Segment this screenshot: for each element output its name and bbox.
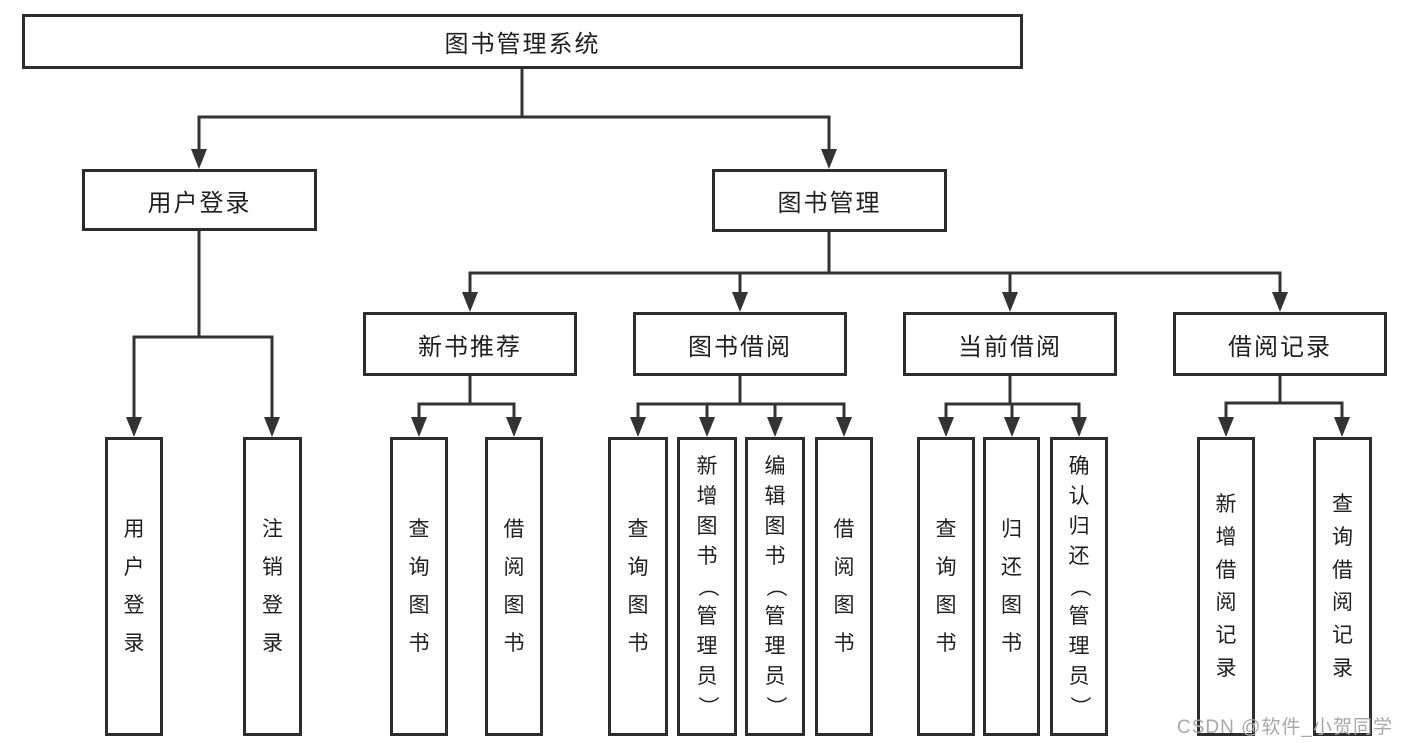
node-user-login: 用户登录 [82,169,317,231]
vertical-char: 图 [935,594,957,617]
vertical-char: 录 [262,632,283,655]
vertical-char: 新 [696,455,718,479]
vertical-char: 查 [627,518,649,541]
vertical-char: 辑 [764,485,786,509]
node-leaf-cb-query: 查询图书 [917,437,975,736]
vertical-char: 借 [1332,558,1353,582]
node-leaf-br-query: 查询借阅记录 [1313,437,1372,736]
node-new-book-recommend: 新书推荐 [363,312,577,376]
vertical-char: （ [1067,576,1091,597]
vertical-char: 员 [764,664,786,688]
vertical-char: 理 [696,634,718,658]
vertical-char: 询 [408,556,430,579]
node-book-management: 图书管理 [712,169,947,232]
vertical-char: 认 [1068,485,1090,509]
vertical-char: 图 [503,594,525,617]
vertical-char: 销 [262,556,283,579]
vertical-char: 增 [1215,525,1237,549]
vertical-char: 用 [123,518,145,541]
node-leaf-bb-add: 新增图书 （ 管理员 ） [677,437,737,736]
node-leaf-user-login: 用户登录 [105,437,163,736]
node-leaf-br-add: 新增借阅记录 [1197,437,1255,736]
vertical-char: 查 [935,518,957,541]
vertical-char: 员 [696,664,718,688]
vertical-char: 增 [696,485,718,509]
vertical-char: （ [763,576,787,597]
vertical-char: 记 [1332,624,1353,648]
vertical-char: 理 [764,634,786,658]
vertical-char: 书 [833,632,855,655]
node-leaf-bb-edit: 编辑图书 （ 管理员 ） [745,437,805,736]
vertical-char: 询 [627,556,649,579]
vertical-char: 员 [1068,664,1090,688]
vertical-char: 借 [833,518,855,541]
vertical-char: 阅 [503,556,525,579]
vertical-char: 书 [627,632,649,655]
vertical-char: 阅 [833,556,855,579]
vertical-char: 书 [503,632,525,655]
vertical-char: 借 [503,518,525,541]
vertical-char: 书 [1001,632,1022,655]
vertical-char: 归 [1001,518,1022,541]
vertical-char: 图 [627,594,649,617]
vertical-char: 记 [1215,624,1237,648]
vertical-char: 登 [123,594,145,617]
vertical-char: 阅 [1332,591,1353,615]
vertical-char: 图 [408,594,430,617]
vertical-char: 书 [408,632,430,655]
node-current-borrow: 当前借阅 [903,312,1117,376]
node-borrow-records: 借阅记录 [1173,312,1387,376]
node-leaf-nbr-borrow: 借阅图书 [485,437,543,736]
vertical-char: 书 [935,632,957,655]
node-root: 图书管理系统 [22,14,1023,69]
vertical-char: 查 [408,518,430,541]
vertical-char: 还 [1001,556,1022,579]
vertical-char: 图 [696,515,718,539]
vertical-char: 询 [935,556,957,579]
vertical-char: ） [763,695,787,717]
vertical-char: 登 [262,594,283,617]
vertical-char: ） [695,695,719,717]
vertical-char: 书 [696,545,718,569]
node-leaf-bb-query: 查询图书 [608,437,668,736]
node-leaf-bb-borrow: 借阅图书 [815,437,873,736]
vertical-char: 新 [1215,493,1237,516]
vertical-char: 录 [1332,656,1353,680]
csdn-watermark: CSDN @软件_小贺同学 [1177,717,1393,738]
vertical-char: 图 [764,515,786,539]
vertical-char: 管 [1068,604,1090,628]
node-leaf-nbr-query: 查询图书 [390,437,448,736]
vertical-char: 注 [262,518,283,541]
vertical-char: 图 [1001,594,1022,617]
vertical-char: （ [695,576,719,597]
node-leaf-cb-return: 归还图书 [983,437,1040,736]
vertical-char: 管 [696,604,718,628]
vertical-char: 图 [833,594,855,617]
vertical-char: 理 [1068,634,1090,658]
vertical-char: 录 [1215,656,1237,680]
vertical-char: 借 [1215,558,1237,582]
vertical-char: 阅 [1215,591,1237,615]
vertical-char: 管 [764,604,786,628]
vertical-char: 录 [123,632,145,655]
vertical-char: 户 [123,556,145,579]
node-leaf-logout: 注销登录 [243,437,302,736]
vertical-char: 查 [1332,493,1353,516]
vertical-char: 归 [1068,515,1090,539]
vertical-char: 书 [764,545,786,569]
node-book-borrow: 图书借阅 [633,312,847,376]
vertical-char: ） [1067,695,1091,717]
node-leaf-cb-confirm: 确认归还 （ 管理员 ） [1050,437,1108,736]
vertical-char: 编 [764,455,786,479]
vertical-char: 询 [1332,525,1353,549]
vertical-char: 确 [1068,455,1090,479]
vertical-char: 还 [1068,545,1090,569]
